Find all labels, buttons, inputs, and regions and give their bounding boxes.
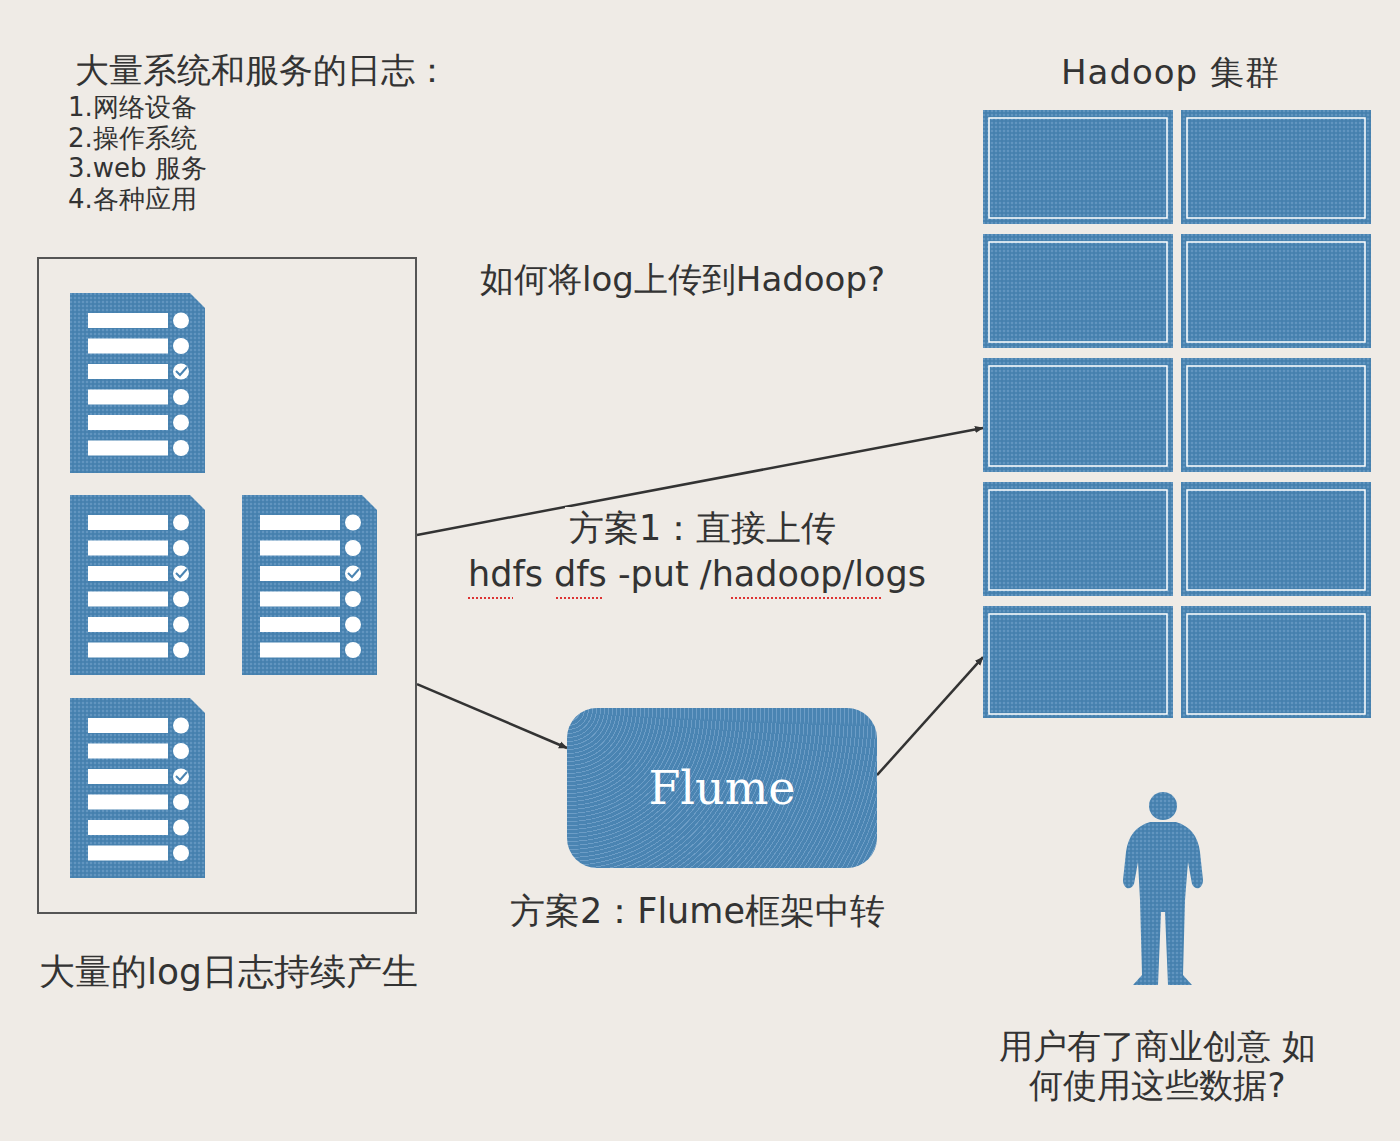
node-heading: Hadoop 集群 (1061, 50, 1280, 96)
node-heading: 大量的log日志持续产生 (39, 948, 418, 997)
log-sources-box: 大量的log日志持续产生 (37, 257, 417, 914)
edge-label: 方案1：直接上传 (565, 507, 840, 549)
arrow-connector (417, 684, 567, 748)
log-document-icon (242, 495, 377, 675)
note-text: hdfs dfs -put /hadoop/logs (468, 553, 926, 595)
arrow-connector (877, 657, 983, 775)
list-item: 3.web 服务 (68, 153, 207, 184)
section-heading: 大量系统和服务的日志： (75, 50, 449, 91)
list-item: 1.网络设备 (68, 92, 197, 123)
cluster-servers (983, 110, 1371, 718)
person-silhouette (1123, 792, 1203, 985)
log-document-icon (70, 293, 205, 473)
note-text: 方案2：Flume框架中转 (510, 890, 885, 932)
log-document-icon (70, 698, 205, 878)
node-title: Flume (648, 761, 795, 815)
list-item: 2.操作系统 (68, 123, 197, 154)
note-text: 如何将log上传到Hadoop? (480, 259, 885, 300)
spellcheck-underlines (468, 597, 883, 599)
flume-box: Flume (567, 708, 877, 868)
log-document-icons (70, 293, 377, 878)
hadoop-cluster: Hadoop 集群 (983, 110, 1371, 718)
list-item: 4.各种应用 (68, 184, 197, 215)
log-document-icon (70, 495, 205, 675)
note-text: 用户有了商业创意 如何使用这些数据? (985, 1027, 1330, 1105)
